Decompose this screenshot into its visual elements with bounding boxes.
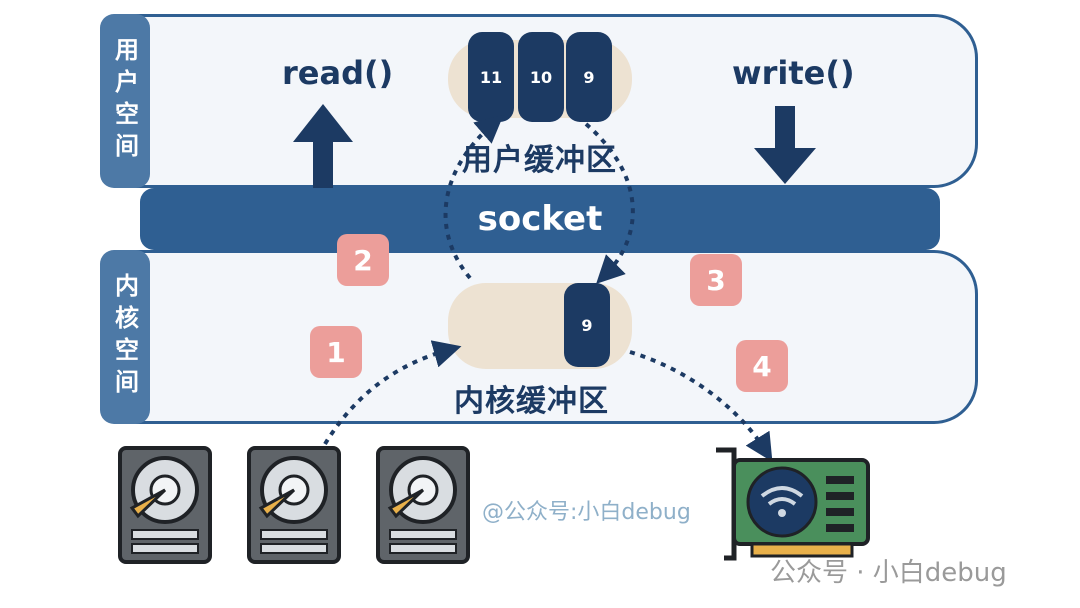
network-card-icon [716,447,870,561]
user-buffer-cell: 10 [518,32,564,122]
kernel-space-label: 内核空间 [100,250,150,424]
user-space-label: 用户空间 [100,14,150,188]
user-buffer: 11 10 9 [448,32,632,122]
step-badge-2: 2 [337,234,389,286]
flow-arrow-kernel-to-user [443,114,504,280]
hard-disk-icon [247,446,341,564]
flow-arrow-user-to-kernel [584,122,635,284]
step-badge-4: 4 [736,340,788,392]
arrow-up-icon [293,104,353,188]
step-badge-3: 3 [690,254,742,306]
hard-disk-icon [376,446,470,564]
watermark-corner-text: 公众号 · 小白debug [770,558,1007,588]
user-buffer-cell: 11 [468,32,514,122]
hard-disk-icon [118,446,212,564]
user-buffer-label: 用户缓冲区 [462,143,617,178]
arrow-down-icon [754,106,816,184]
write-label: write() [732,54,855,92]
socket-label: socket [477,199,603,239]
kernel-buffer-label: 内核缓冲区 [454,384,609,419]
user-buffer-cell: 9 [566,32,612,122]
kernel-buffer: 9 [448,283,632,369]
watermark-text: @公众号:小白debug [482,500,691,525]
read-label: read() [282,54,394,92]
socket-bar: socket [140,188,940,250]
flow-arrow-kernel-to-nic [629,350,773,462]
kernel-buffer-cell: 9 [564,283,610,367]
flow-arrow-disk-to-kernel [323,340,462,446]
step-badge-1: 1 [310,326,362,378]
